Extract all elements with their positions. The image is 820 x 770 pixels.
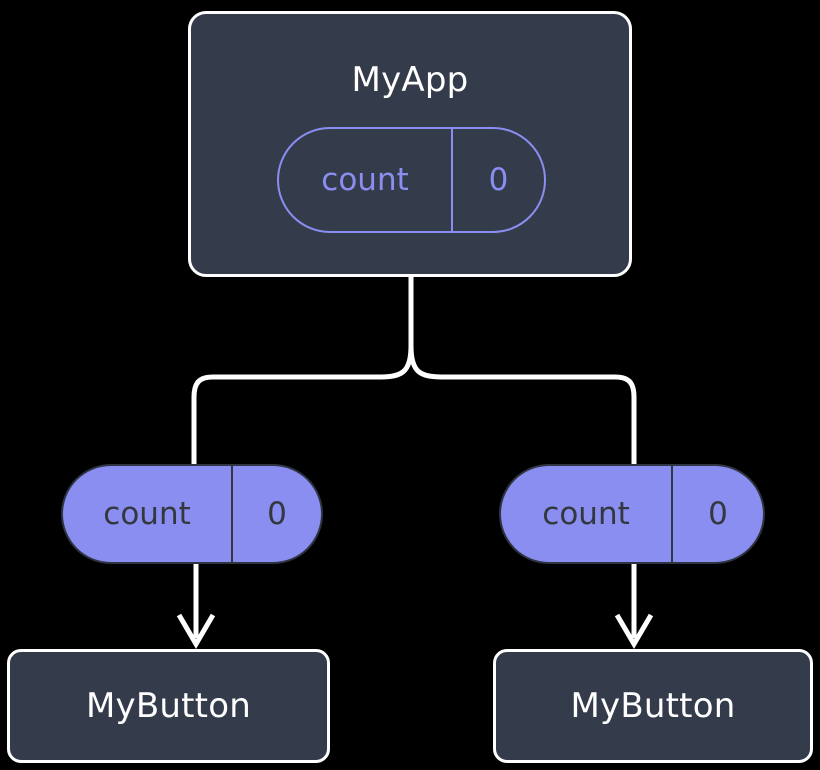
state-pill-child-left[interactable]: count 0 xyxy=(61,464,323,564)
state-pill-root[interactable]: count 0 xyxy=(277,127,546,233)
component-title-mybutton-left: MyButton xyxy=(86,686,251,726)
state-pill-child-left-value: 0 xyxy=(231,466,321,562)
wire-branch-left xyxy=(191,345,414,468)
arrow-right-pill-to-button xyxy=(614,560,654,649)
state-pill-child-right-value: 0 xyxy=(671,466,763,562)
state-pill-child-right-key: count xyxy=(542,495,630,532)
component-title-mybutton-right: MyButton xyxy=(570,686,736,726)
state-pill-root-key: count xyxy=(321,161,409,198)
component-node-mybutton-left[interactable]: MyButton xyxy=(7,649,330,763)
wire-branch-right xyxy=(408,345,637,468)
component-node-mybutton-right[interactable]: MyButton xyxy=(493,649,813,763)
state-pill-child-right[interactable]: count 0 xyxy=(499,464,765,564)
arrow-left-pill-to-button xyxy=(176,560,216,649)
state-pill-root-value: 0 xyxy=(451,129,544,231)
state-pill-child-left-key: count xyxy=(103,495,191,532)
component-title-myapp: MyApp xyxy=(351,60,469,100)
